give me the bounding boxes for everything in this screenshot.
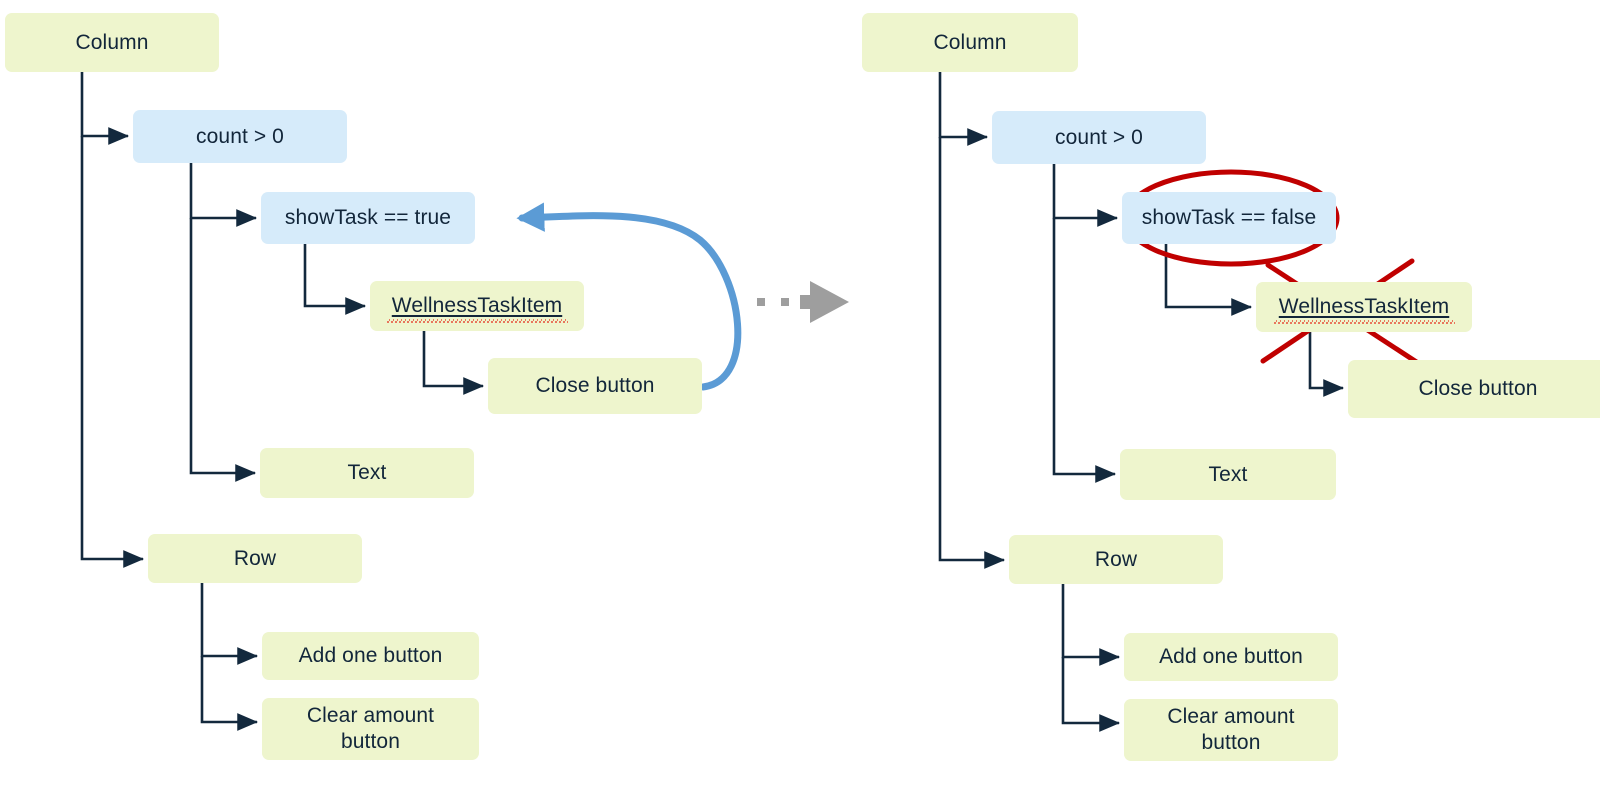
edge-showtask-to-wellness-left xyxy=(303,244,367,315)
panel-transition-arrow xyxy=(757,281,849,323)
node-label: showTask == false xyxy=(1141,206,1317,230)
node-label: count > 0 xyxy=(1055,125,1143,149)
node-label: WellnessTaskItem xyxy=(1278,295,1450,319)
node-column-before[interactable]: Column xyxy=(5,13,219,72)
node-count-condition-after[interactable]: count > 0 xyxy=(992,111,1206,164)
edge-row-to-add-right xyxy=(1061,584,1121,666)
node-label: Text xyxy=(1208,462,1248,486)
edge-showtask-to-wellness-right xyxy=(1164,244,1253,316)
node-showtask-condition-after[interactable]: showTask == false xyxy=(1122,192,1336,244)
node-count-condition-before[interactable]: count > 0 xyxy=(133,110,347,163)
node-label: Add one button xyxy=(1159,645,1303,669)
edge-count-to-text-right xyxy=(1052,218,1117,483)
node-label: Column xyxy=(75,30,149,54)
node-label: Text xyxy=(347,461,387,485)
node-row-after[interactable]: Row xyxy=(1009,535,1223,584)
node-label: count > 0 xyxy=(196,124,284,148)
node-wellness-task-item-before[interactable]: WellnessTaskItem xyxy=(370,281,584,331)
edge-count-to-text-left xyxy=(189,218,257,482)
node-close-button-after[interactable]: Close button xyxy=(1348,360,1600,418)
node-showtask-condition-before[interactable]: showTask == true xyxy=(261,192,475,244)
node-label: Add one button xyxy=(298,644,443,668)
node-label: Row xyxy=(233,546,277,570)
node-label: Clear amount button xyxy=(1167,705,1295,754)
edge-row-to-clear-left xyxy=(200,656,259,731)
node-label: Clear amount button xyxy=(306,704,435,753)
node-clear-amount-button-after[interactable]: Clear amount button xyxy=(1124,699,1338,761)
node-add-one-button-before[interactable]: Add one button xyxy=(262,632,479,680)
edge-row-to-add-left xyxy=(200,583,259,665)
node-clear-amount-button-before[interactable]: Clear amount button xyxy=(262,698,479,760)
node-label: Row xyxy=(1094,547,1138,571)
node-column-after[interactable]: Column xyxy=(862,13,1078,72)
edge-wellness-to-close-left xyxy=(422,331,485,395)
edge-row-to-clear-right xyxy=(1061,657,1121,732)
node-row-before[interactable]: Row xyxy=(148,534,362,583)
edge-column-to-count-left xyxy=(80,72,130,145)
edge-count-to-showtask-right xyxy=(1052,164,1119,227)
node-text-after[interactable]: Text xyxy=(1120,449,1336,500)
edge-column-to-row-left xyxy=(80,136,145,568)
edge-wellness-to-close-right xyxy=(1308,332,1345,397)
node-label: Column xyxy=(933,30,1007,54)
node-close-button-before[interactable]: Close button xyxy=(488,358,702,414)
node-wellness-task-item-after[interactable]: WellnessTaskItem xyxy=(1256,282,1472,332)
edge-column-to-count-right xyxy=(938,72,989,146)
node-label: WellnessTaskItem xyxy=(391,294,563,318)
node-text-before[interactable]: Text xyxy=(260,448,474,498)
node-label: Close button xyxy=(1418,377,1538,401)
node-label: showTask == true xyxy=(284,206,452,230)
node-add-one-button-after[interactable]: Add one button xyxy=(1124,633,1338,681)
node-label: Close button xyxy=(535,374,655,398)
edge-count-to-showtask-left xyxy=(189,163,258,227)
edge-column-to-row-right xyxy=(938,137,1006,569)
